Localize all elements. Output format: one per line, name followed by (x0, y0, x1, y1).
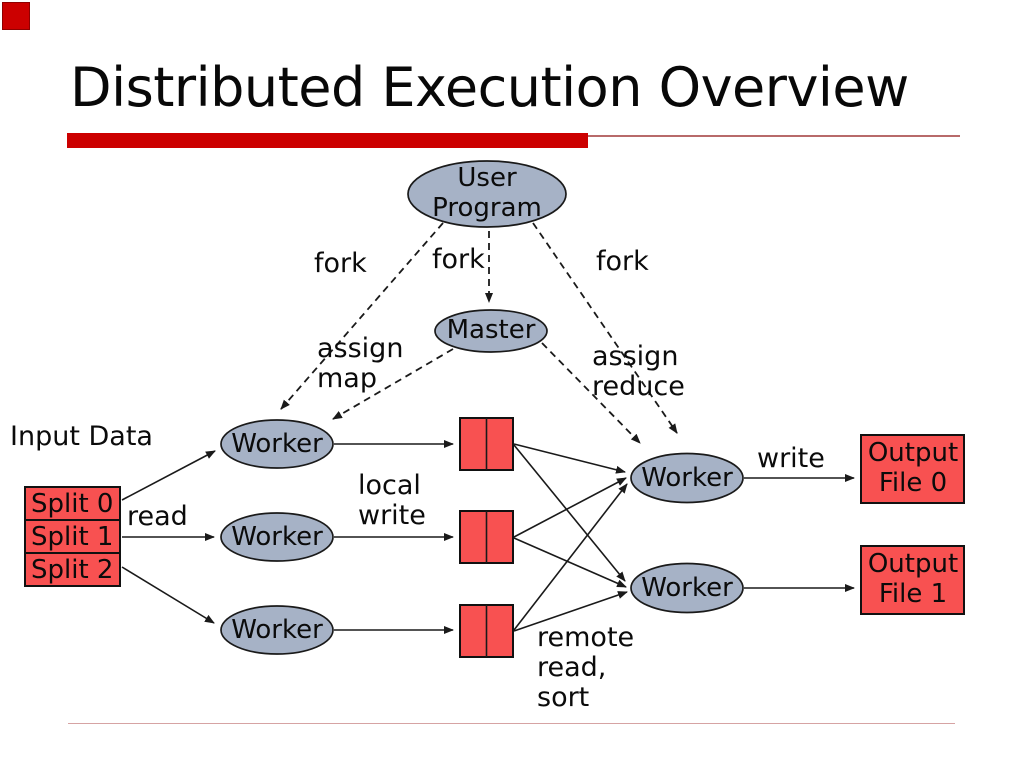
split-1-label: Split 1 (31, 521, 114, 552)
map-worker-3-node (220, 605, 334, 655)
read-label: read (127, 501, 188, 532)
fork-right-arrow (532, 222, 678, 434)
split-0-label: Split 0 (31, 488, 114, 519)
local-write-label: local write (358, 470, 426, 532)
fork-left-label: fork (314, 248, 367, 279)
shuffle-arrow-2b (513, 537, 627, 588)
assign-reduce-label: assign reduce (592, 341, 685, 403)
fork-left-arrow (280, 222, 444, 410)
output-file-0-box (860, 434, 965, 504)
map-worker-1-node (220, 419, 334, 469)
corner-accent-square (2, 2, 30, 30)
split-2-box (24, 552, 121, 587)
map-worker-2-node (220, 512, 334, 562)
reduce-worker-2-node (630, 562, 744, 614)
footer-rule-line (68, 723, 955, 724)
fork-right-label: fork (596, 246, 649, 277)
shuffle-arrow-3b (513, 591, 628, 632)
master-node (434, 309, 548, 353)
input-data-label: Input Data (10, 421, 153, 452)
map-worker-3-label: Worker (231, 615, 323, 646)
map-worker-1-label: Worker (231, 429, 323, 460)
fork-mid-label: fork (432, 244, 485, 275)
shuffle-arrow-3a (513, 483, 628, 631)
slide-title: Distributed Execution Overview (70, 56, 909, 119)
read-arrow-split0 (121, 450, 216, 501)
user-program-label: User Program (432, 163, 542, 223)
output-file-1-label: Output File 1 (867, 549, 959, 609)
read-arrow-split2 (121, 566, 215, 624)
reduce-worker-1-node (630, 452, 744, 504)
output-file-1-box (860, 545, 965, 615)
write-label: write (757, 443, 825, 474)
map-worker-2-label: Worker (231, 522, 323, 553)
reduce-worker-1-label: Worker (641, 463, 733, 494)
title-rule-line (588, 135, 960, 137)
shuffle-arrow-1b (513, 444, 626, 582)
shuffle-arrow-2a (513, 477, 627, 538)
split-2-label: Split 2 (31, 554, 114, 585)
assign-map-label: assign map (317, 333, 404, 395)
title-accent-bar (67, 133, 588, 148)
reduce-worker-2-label: Worker (641, 573, 733, 604)
output-file-0-label: Output File 0 (867, 438, 959, 498)
remote-read-sort-label: remote read, sort (537, 622, 635, 714)
user-program-node (407, 160, 567, 228)
master-label: Master (446, 315, 536, 346)
shuffle-arrow-1a (513, 443, 626, 474)
